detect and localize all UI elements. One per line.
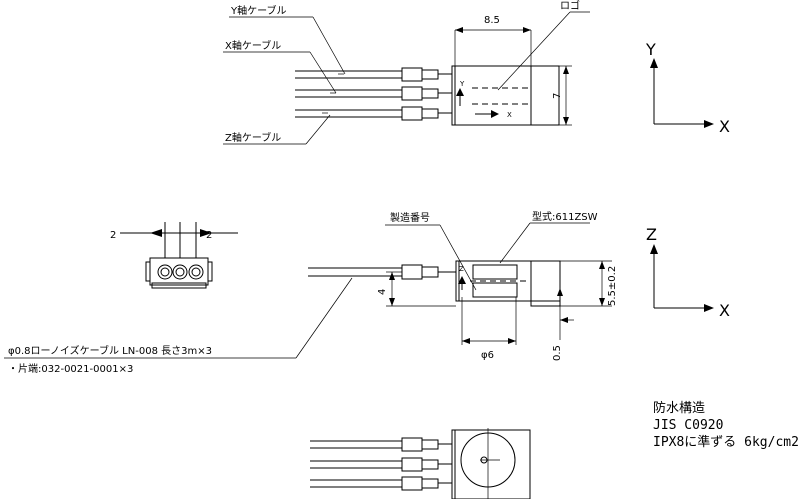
bottom-view (310, 428, 531, 499)
pin-spacing-right: 2 (206, 230, 212, 241)
axis-top-horizontal-label: X (719, 117, 730, 136)
top-view: Y X 8.5 7 ロゴ Y軸ケーブル X軸ケーブル Z軸ケーブル (223, 0, 590, 145)
note-line-1: 防水構造 (653, 400, 705, 416)
dim-height-top: 7 (552, 93, 563, 99)
connector-end-view: 2 2 (110, 222, 238, 289)
model-label: 型式:611ZSW (532, 210, 598, 223)
note-line-2: JIS C0920 (653, 418, 723, 433)
logo-label: ロゴ (560, 0, 580, 12)
body-x-mark: X (507, 111, 512, 119)
dim-bottom-gap: 0.5 (552, 345, 563, 361)
z-cable-label: Z軸ケーブル (225, 131, 281, 144)
notes: 防水構造 JIS C0920 IPX8に準ずる 6kg/cm2 (653, 400, 799, 450)
axis-indicator-side: Z X (646, 225, 730, 320)
sensor-body-bottom (451, 429, 531, 499)
pin-spacing-left: 2 (110, 230, 116, 241)
cable-spec-label: φ0.8ローノイズケーブル LN-008 長さ3m×3 (8, 344, 212, 357)
note-line-3: IPX8に準ずる 6kg/cm2 (653, 434, 799, 450)
axis-side-horizontal-label: X (719, 301, 730, 320)
dim-width-top: 8.5 (484, 15, 500, 26)
axis-indicator-top: Y X (645, 40, 730, 136)
terminal-label: ・片端:032-0021-0001×3 (8, 362, 133, 375)
body-y-mark: Y (459, 80, 465, 88)
dim-side-height: 5.5±0.2 (607, 266, 618, 306)
dim-left-height: 4 (377, 289, 388, 295)
x-cable-label: X軸ケーブル (225, 39, 281, 52)
side-z-mark: Z (459, 265, 464, 273)
axis-top-vertical-label: Y (645, 40, 656, 59)
y-cable-label: Y軸ケーブル (230, 4, 287, 17)
side-view: Z 4 5.5±0.2 φ6 0.5 製造番号 (4, 210, 618, 375)
dim-diameter: φ6 (481, 350, 494, 361)
serial-label: 製造番号 (390, 211, 430, 224)
axis-side-vertical-label: Z (646, 225, 657, 244)
